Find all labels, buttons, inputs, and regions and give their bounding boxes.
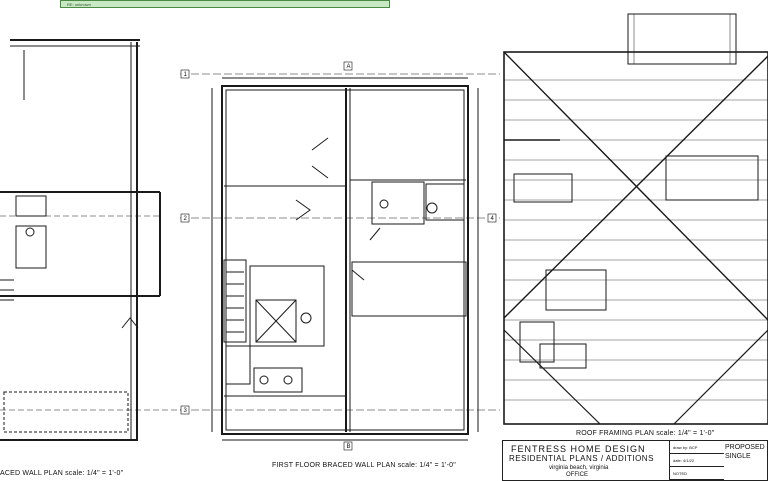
- left-braced-wall-plan: [0, 39, 185, 441]
- grid-mark-a: A: [343, 61, 353, 71]
- header-green-bar-text: RE: unknown: [67, 2, 91, 7]
- title-block-project-line-1: PROPOSED: [725, 444, 765, 451]
- grid-mark-a-label: A: [347, 64, 351, 70]
- grid-mark-2: 2: [180, 213, 190, 223]
- grid-mark-1-label: 1: [184, 72, 188, 78]
- first-floor-braced-wall-plan: [211, 77, 479, 441]
- title-block-info-column: draw by: BCP date: 4/1/22 NOTED: [669, 441, 724, 480]
- title-block-city: virginia beach, virginia: [549, 465, 609, 471]
- roof-framing-plan: [503, 13, 768, 425]
- title-block-date: date: 4/1/22: [670, 454, 724, 467]
- caption-first-floor-plan: FIRST FLOOR BRACED WALL PLAN scale: 1/4"…: [272, 462, 456, 469]
- grid-mark-2-label: 2: [184, 216, 188, 222]
- grid-mark-b: B: [343, 441, 353, 451]
- grid-mark-3: 3: [180, 405, 190, 415]
- caption-roof-framing-plan: ROOF FRAMING PLAN scale: 1/4" = 1'-0": [576, 430, 715, 437]
- grid-mark-4-label: 4: [491, 216, 495, 222]
- title-block-project: PROPOSED SINGLE: [725, 443, 765, 461]
- title-block-office: OFFICE: [566, 472, 588, 478]
- title-block: FENTRESS HOME DESIGN RESIDENTIAL PLANS /…: [502, 440, 768, 481]
- grid-mark-4: 4: [487, 213, 497, 223]
- title-block-firm: FENTRESS HOME DESIGN: [511, 444, 646, 454]
- title-block-scale: NOTED: [670, 467, 724, 480]
- caption-left-plan: ACED WALL PLAN scale: 1/4" = 1'-0": [0, 470, 124, 477]
- grid-mark-3-label: 3: [184, 408, 188, 414]
- title-block-subtitle: RESIDENTIAL PLANS / ADDITIONS: [509, 454, 654, 463]
- header-green-bar: RE: unknown: [60, 0, 390, 8]
- grid-mark-1: 1: [180, 69, 190, 79]
- title-block-project-line-2: SINGLE: [725, 453, 751, 460]
- title-block-drawn-by: draw by: BCP: [670, 441, 724, 454]
- grid-mark-b-label: B: [347, 444, 351, 450]
